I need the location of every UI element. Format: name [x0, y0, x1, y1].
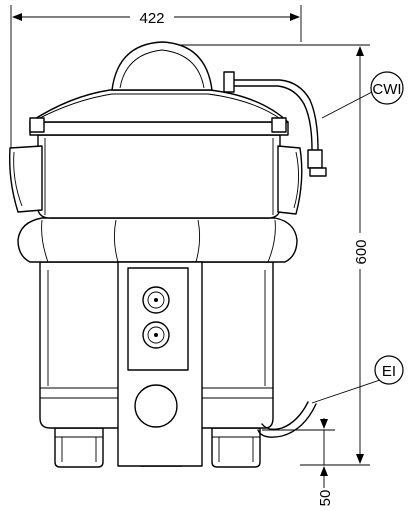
callout-ei-label: EI [382, 363, 396, 380]
height-dimension: 600 [170, 44, 370, 466]
water-inlet-pipe [223, 71, 373, 177]
offset-dimension: 50 [262, 418, 335, 506]
callout-cwi-label: CWI [372, 81, 401, 98]
electrical-inlet-cable [257, 379, 381, 438]
lid [29, 41, 289, 136]
control-column [117, 261, 203, 467]
drain-valve-icon [134, 384, 178, 428]
width-dimension: 422 [10, 5, 302, 150]
main-tub [9, 134, 303, 219]
height-dimension-label: 600 [353, 239, 370, 264]
shoulder-skirt [17, 217, 298, 263]
callout-cwi: CWI [370, 71, 404, 105]
callout-ei: EI [374, 355, 404, 385]
width-dimension-label: 422 [139, 10, 164, 27]
offset-dimension-label: 50 [317, 490, 334, 507]
